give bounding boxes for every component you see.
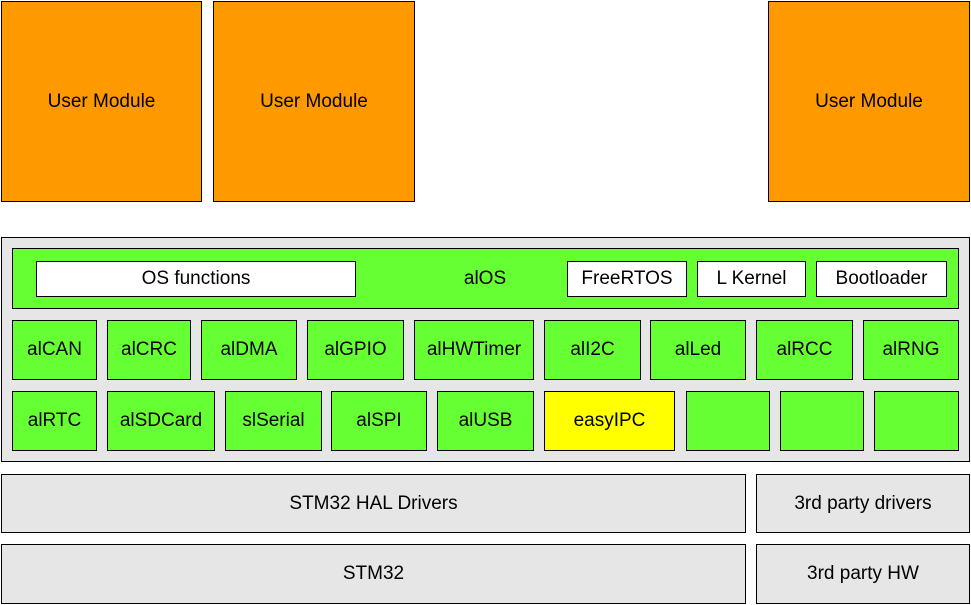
os-functions-box: OS functions — [36, 261, 356, 297]
module-label: alHWTimer — [426, 339, 522, 360]
third-party-hardware-label: 3rd party HW — [807, 563, 919, 584]
module-label: alGPIO — [324, 339, 387, 360]
user-module-2: User Module — [213, 1, 415, 202]
module-empty-2 — [780, 391, 864, 451]
stm32-hardware: STM32 — [1, 544, 746, 604]
third-party-hardware: 3rd party HW — [756, 544, 970, 604]
freertos-box: FreeRTOS — [567, 261, 687, 297]
os-functions-label: OS functions — [141, 268, 251, 289]
module-label: alRTC — [27, 410, 82, 431]
module-empty-1 — [686, 391, 770, 451]
module-alhwtimer: alHWTimer — [414, 320, 534, 380]
module-label: alSDCard — [119, 410, 203, 431]
stm32-hal-drivers-label: STM32 HAL Drivers — [289, 492, 458, 514]
user-module-3: User Module — [768, 1, 970, 202]
module-alcan: alCAN — [12, 320, 97, 380]
module-alcrc: alCRC — [107, 320, 191, 380]
module-easyipc: easyIPC — [544, 391, 675, 451]
l-kernel-box: L Kernel — [697, 261, 806, 297]
module-label: alRCC — [776, 339, 833, 360]
user-module-1: User Module — [1, 1, 202, 202]
module-label: alUSB — [458, 410, 513, 431]
module-alspi: alSPI — [331, 391, 427, 451]
third-party-drivers: 3rd party drivers — [756, 474, 970, 533]
module-label: alCAN — [27, 339, 82, 360]
module-alled: alLed — [650, 320, 746, 380]
module-label: alLed — [674, 339, 722, 360]
module-label: alI2C — [570, 339, 615, 360]
bootloader-box: Bootloader — [816, 261, 947, 297]
module-ali2c: alI2C — [544, 320, 641, 380]
module-alusb: alUSB — [437, 391, 534, 451]
freertos-label: FreeRTOS — [581, 268, 673, 289]
stm32-hal-drivers: STM32 HAL Drivers — [1, 474, 746, 533]
module-label: alRNG — [882, 339, 940, 360]
stm32-hardware-label: STM32 — [342, 563, 405, 584]
module-algpio: alGPIO — [307, 320, 404, 380]
module-label: slSerial — [242, 410, 305, 431]
module-alrcc: alRCC — [756, 320, 853, 380]
module-label: alCRC — [121, 339, 177, 360]
user-module-3-label: User Module — [815, 90, 923, 112]
bootloader-label: Bootloader — [835, 268, 928, 289]
module-alsdcard: alSDCard — [107, 391, 215, 451]
module-alrng: alRNG — [863, 320, 959, 380]
module-empty-3 — [874, 391, 959, 451]
module-label: alDMA — [220, 339, 278, 360]
module-label: alSPI — [356, 410, 402, 431]
user-module-2-label: User Module — [260, 90, 368, 112]
module-label: easyIPC — [573, 410, 646, 431]
user-module-1-label: User Module — [47, 90, 156, 112]
third-party-drivers-label: 3rd party drivers — [794, 492, 932, 514]
module-aldma: alDMA — [201, 320, 297, 380]
l-kernel-label: L Kernel — [716, 268, 787, 289]
module-slserial: slSerial — [225, 391, 322, 451]
module-alrtc: alRTC — [12, 391, 97, 451]
alos-title: alOS — [463, 268, 507, 289]
